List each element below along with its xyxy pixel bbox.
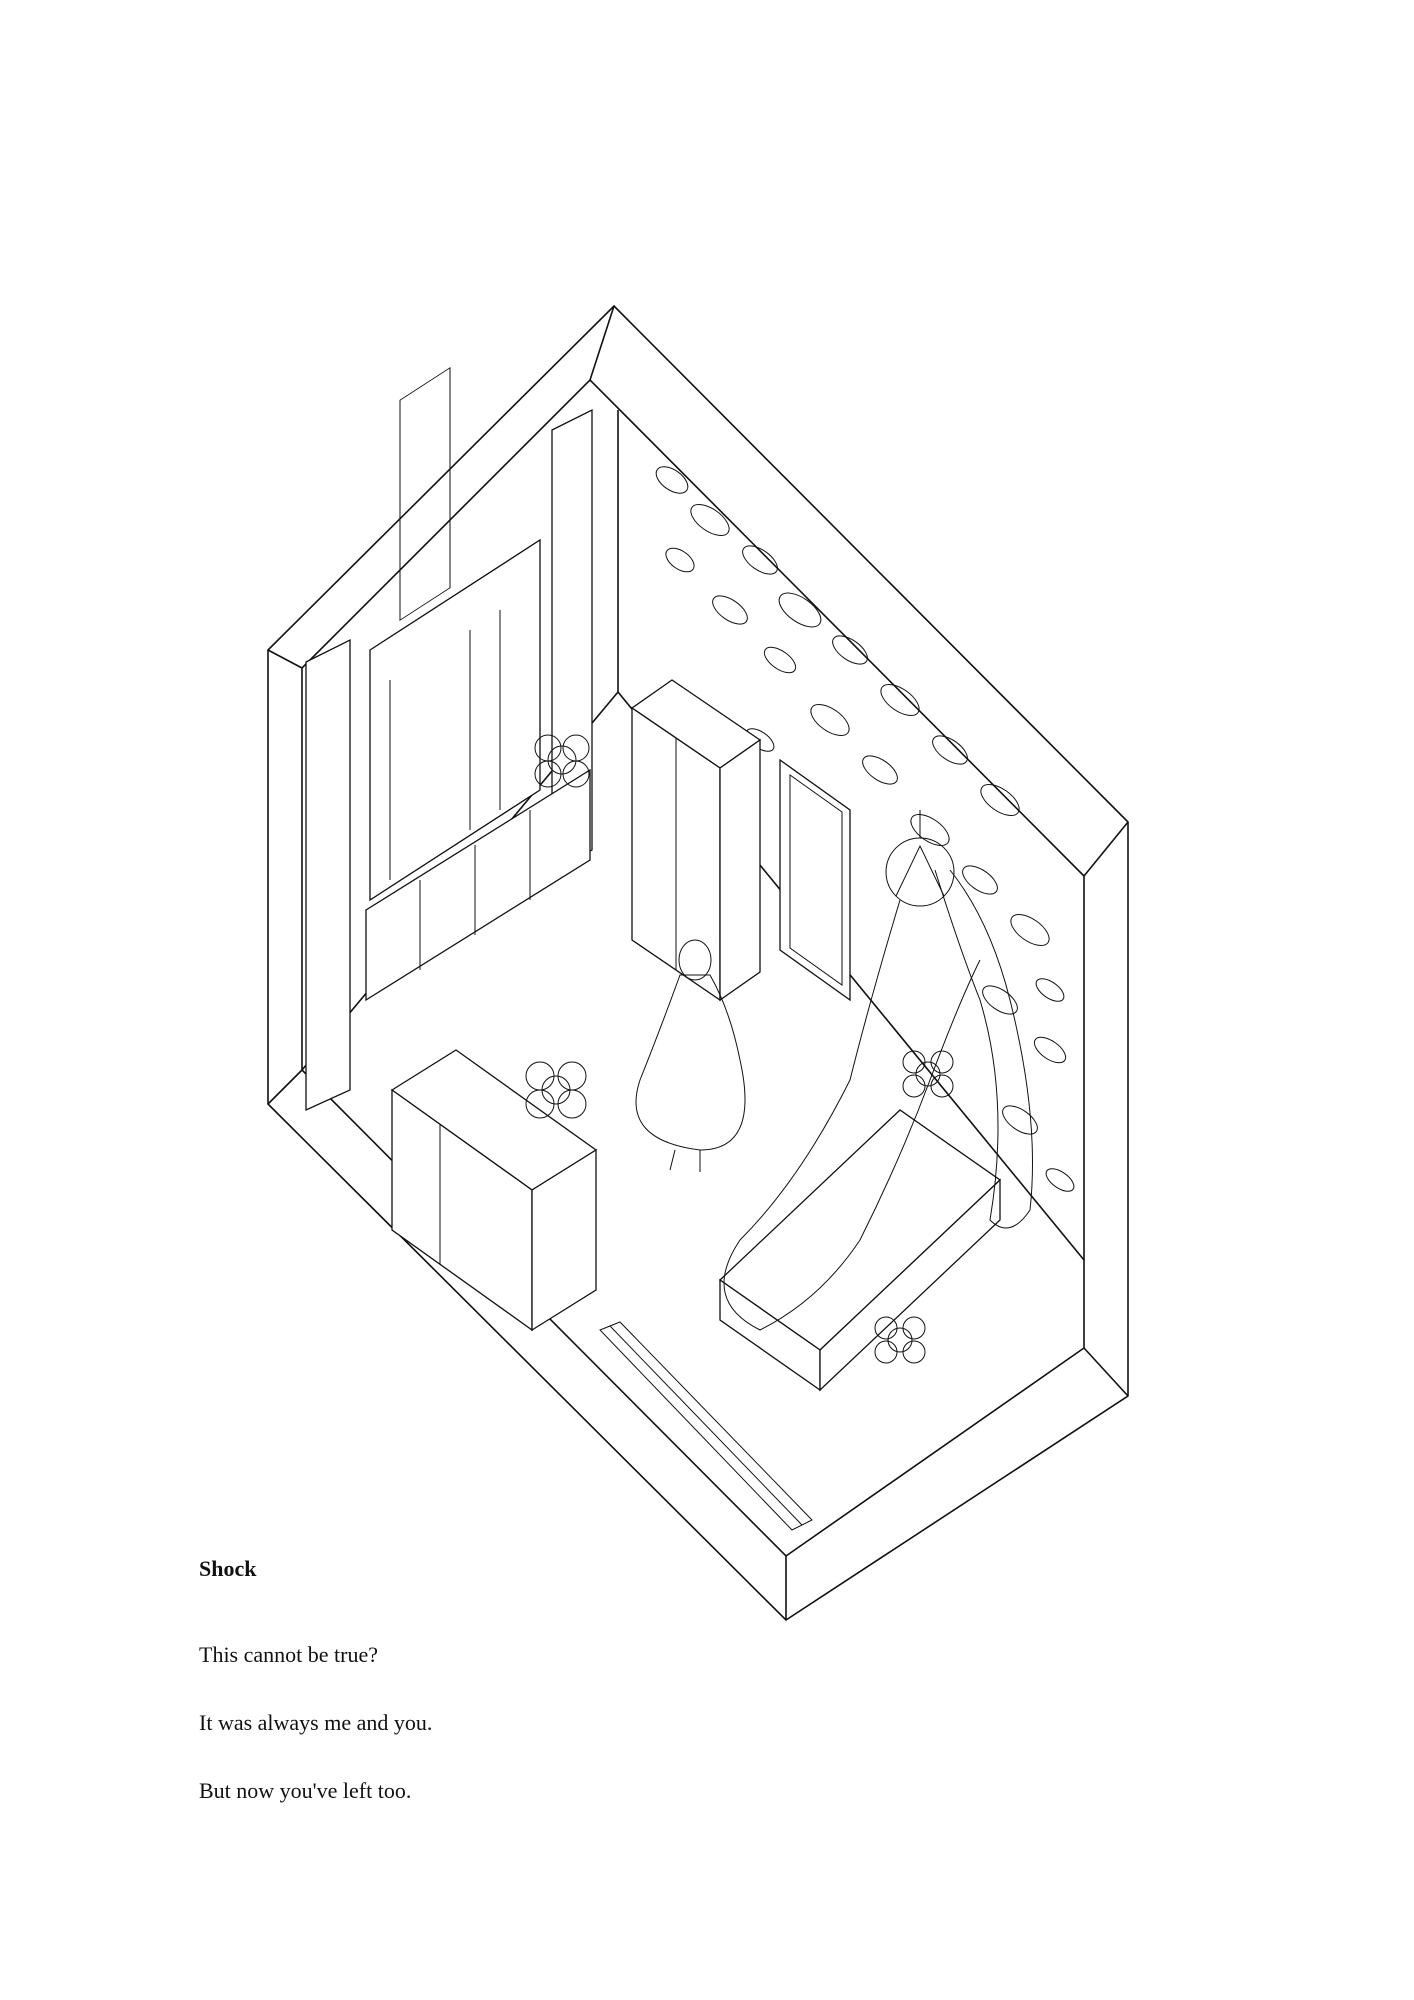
flower-cushions (525, 734, 954, 1364)
poem-line-3: But now you've left too. (199, 1778, 412, 1803)
poem-title: Shock (199, 1556, 257, 1581)
person (635, 939, 746, 1172)
wardrobe (630, 679, 762, 1002)
poem-line-1: This cannot be true? (199, 1642, 378, 1667)
floor-vent (599, 1321, 813, 1531)
bed (718, 810, 1033, 1392)
mirror (779, 758, 851, 1002)
back-wall-furniture (305, 366, 593, 1112)
poem-block: Shock This cannot be true? It was always… (199, 1556, 899, 1844)
poem-line-2: It was always me and you. (199, 1710, 433, 1735)
desk (390, 1049, 598, 1332)
